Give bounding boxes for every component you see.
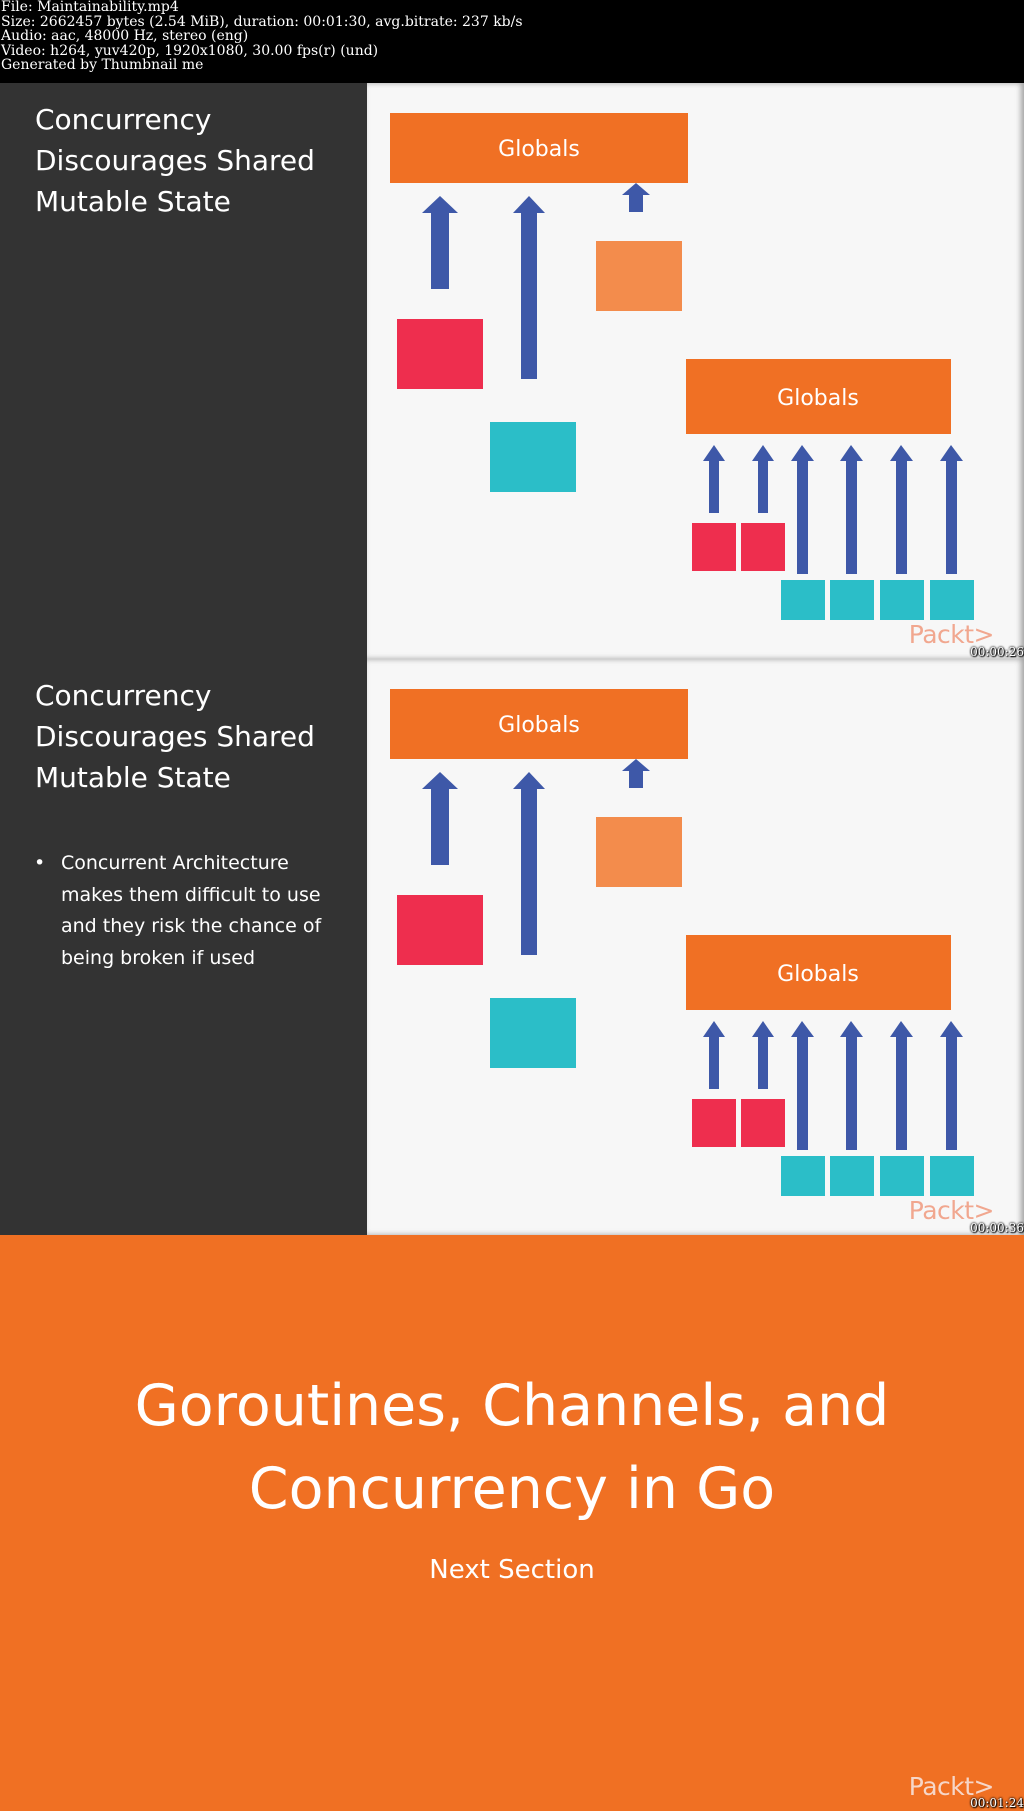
globals-box-bottom <box>686 359 951 434</box>
arrow-up-icon <box>890 1021 913 1150</box>
file-size-line: Size: 2662457 bytes (2.54 MiB), duration… <box>1 13 523 30</box>
section-title: Goroutines, Channels, and Concurrency in… <box>0 1365 1024 1531</box>
teal-box <box>930 580 974 620</box>
teal-box <box>781 580 825 620</box>
arrow-up-icon <box>752 445 774 513</box>
teal-box <box>490 422 576 492</box>
frame-timestamp: 00:00:26 <box>970 645 1024 659</box>
section-title-line: Goroutines, Channels, and <box>134 1373 890 1439</box>
arrow-up-icon <box>703 445 725 513</box>
red-box <box>397 895 483 965</box>
thumbnail-frame-1: Concurrency Discourages Shared Mutable S… <box>0 83 1024 659</box>
globals-diagram: Globals Globals <box>390 113 974 620</box>
arrow-up-icon <box>422 196 458 289</box>
red-box <box>741 1099 785 1147</box>
arrow-up-icon <box>940 1021 963 1150</box>
section-subtitle: Next Section <box>429 1555 595 1585</box>
teal-box <box>781 1156 825 1196</box>
arrow-up-icon <box>840 1021 863 1150</box>
globals-diagram: Globals Globals <box>390 689 974 1196</box>
slide-title-line: Discourages Shared <box>35 144 315 177</box>
packt-logo: Packt> <box>908 620 995 649</box>
packt-logo: Packt> <box>908 1772 995 1801</box>
video-info-line: Video: h264, yuv420p, 1920x1080, 30.00 f… <box>1 42 379 59</box>
globals-box-top <box>390 113 688 183</box>
thumbnail-frame-3: Goroutines, Channels, and Concurrency in… <box>0 1235 1024 1811</box>
globals-box-top-label: Globals <box>498 713 580 738</box>
packt-logo: Packt> <box>908 1196 995 1225</box>
audio-info-line: Audio: aac, 48000 Hz, stereo (eng) <box>1 28 249 45</box>
slide-title-line: Concurrency <box>35 679 212 712</box>
globals-box-bottom-label: Globals <box>777 962 859 987</box>
arrow-up-icon <box>622 183 650 212</box>
arrow-up-icon <box>422 772 458 865</box>
teal-box <box>490 998 576 1068</box>
red-box <box>397 319 483 389</box>
arrow-up-icon <box>513 772 545 955</box>
slide-bullet-list: Concurrent Architecture makes them diffi… <box>34 848 334 974</box>
globals-box-bottom-label: Globals <box>777 386 859 411</box>
slide-title-line: Discourages Shared <box>35 720 315 753</box>
teal-box <box>880 1156 924 1196</box>
teal-box <box>930 1156 974 1196</box>
arrow-up-icon <box>752 1021 774 1089</box>
slide-title-line: Mutable State <box>35 761 231 794</box>
globals-box-top <box>390 689 688 759</box>
arrow-up-icon <box>791 1021 814 1150</box>
frame-timestamp: 00:00:36 <box>970 1221 1024 1235</box>
slide-left-panel: Concurrency Discourages Shared Mutable S… <box>0 83 367 659</box>
thumbnail-frame-2: Concurrency Discourages Shared Mutable S… <box>0 659 1024 1235</box>
red-box <box>692 523 736 571</box>
arrow-up-icon <box>791 445 814 574</box>
teal-box <box>830 1156 874 1196</box>
slide-title: Concurrency Discourages Shared Mutable S… <box>35 99 355 222</box>
slide-left-panel: Concurrency Discourages Shared Mutable S… <box>0 659 367 1235</box>
globals-box-top-label: Globals <box>498 137 580 162</box>
arrow-up-icon <box>622 759 650 788</box>
teal-box <box>830 580 874 620</box>
arrow-up-icon <box>840 445 863 574</box>
red-box <box>692 1099 736 1147</box>
red-box <box>741 523 785 571</box>
slide-bullet: Concurrent Architecture makes them diffi… <box>34 848 334 974</box>
globals-box-bottom <box>686 935 951 1010</box>
light-orange-box <box>596 241 682 311</box>
arrow-up-icon <box>513 196 545 379</box>
file-name-line: File: Maintainability.mp4 <box>1 0 179 15</box>
frame-timestamp: 00:01:24 <box>970 1796 1024 1810</box>
generator-line: Generated by Thumbnail me <box>1 57 204 74</box>
section-title-line: Concurrency in Go <box>248 1456 776 1522</box>
arrow-up-icon <box>940 445 963 574</box>
light-orange-box <box>596 817 682 887</box>
arrow-up-icon <box>890 445 913 574</box>
slide-title-line: Mutable State <box>35 185 231 218</box>
teal-box <box>880 580 924 620</box>
arrow-up-icon <box>703 1021 725 1089</box>
slide-title-line: Concurrency <box>35 103 212 136</box>
file-info-header: File: Maintainability.mp4 Size: 2662457 … <box>0 0 1024 83</box>
slide-title: Concurrency Discourages Shared Mutable S… <box>35 675 355 798</box>
